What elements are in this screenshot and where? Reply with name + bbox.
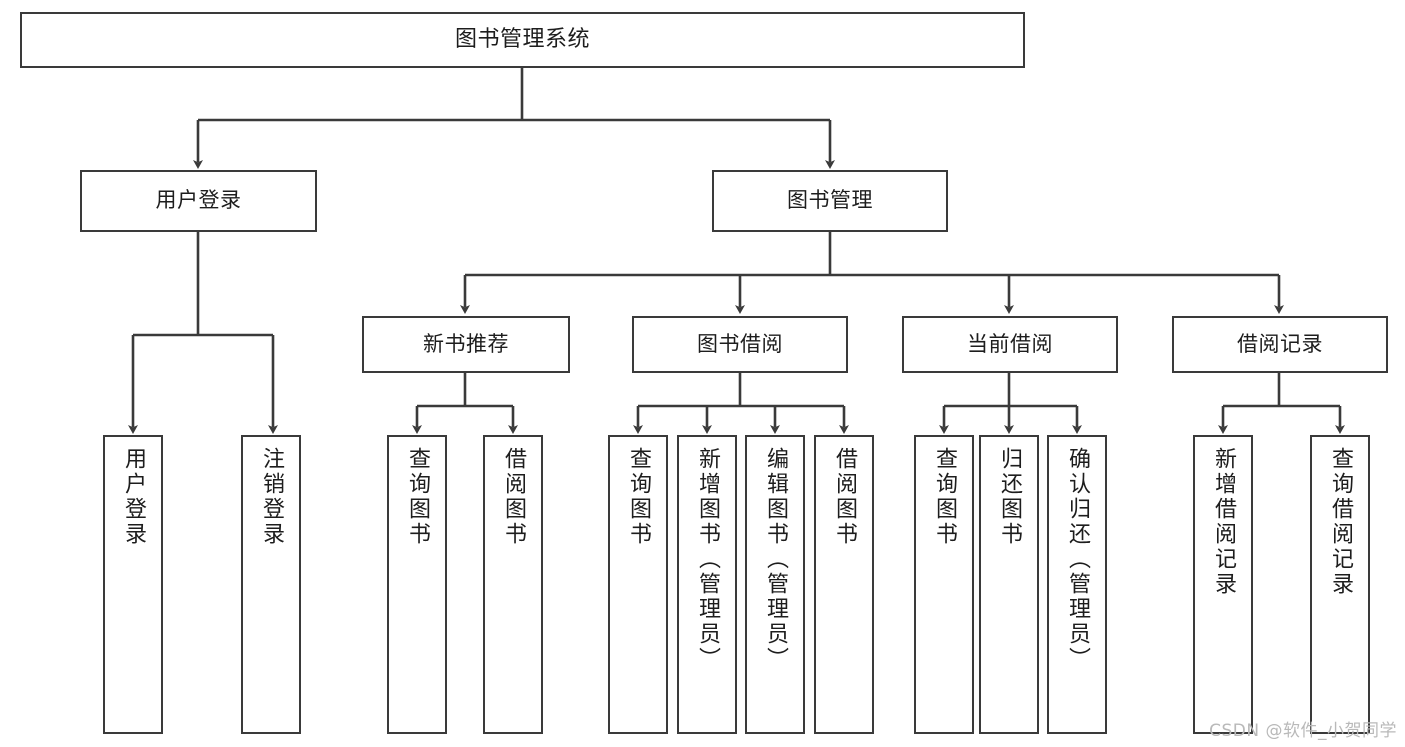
node-leaf-logout[interactable]: 注销登录	[241, 435, 301, 734]
node-leaf-currentborrow-confirm-return[interactable]: 确认归还（管理员）	[1047, 435, 1107, 734]
node-book-borrow[interactable]: 图书借阅	[632, 316, 848, 373]
node-leaf-currentborrow-query-book[interactable]: 查询图书	[914, 435, 974, 734]
node-leaf-bookborrow-add-book[interactable]: 新增图书（管理员）	[677, 435, 737, 734]
node-user-login[interactable]: 用户登录	[80, 170, 317, 232]
node-leaf-borrowrecord-query-record-label: 查询借阅记录	[1328, 447, 1353, 597]
node-leaf-bookborrow-add-book-label: 新增图书（管理员）	[695, 447, 720, 672]
node-leaf-currentborrow-query-book-label: 查询图书	[932, 447, 957, 547]
node-borrow-record-label: 借阅记录	[1237, 331, 1323, 356]
node-leaf-bookborrow-borrow-book-label: 借阅图书	[832, 447, 857, 547]
node-borrow-record[interactable]: 借阅记录	[1172, 316, 1388, 373]
node-current-borrow-label: 当前借阅	[967, 331, 1053, 356]
node-leaf-user-login-label: 用户登录	[121, 447, 146, 547]
node-leaf-bookborrow-query-book[interactable]: 查询图书	[608, 435, 668, 734]
node-book-management[interactable]: 图书管理	[712, 170, 948, 232]
node-leaf-bookborrow-edit-book-label: 编辑图书（管理员）	[763, 447, 788, 672]
node-leaf-borrowrecord-query-record[interactable]: 查询借阅记录	[1310, 435, 1370, 734]
node-new-book-recommend[interactable]: 新书推荐	[362, 316, 570, 373]
node-leaf-currentborrow-return-book-label: 归还图书	[997, 447, 1022, 547]
node-leaf-currentborrow-confirm-return-label: 确认归还（管理员）	[1065, 447, 1090, 672]
node-book-management-label: 图书管理	[787, 188, 873, 213]
node-leaf-bookborrow-borrow-book[interactable]: 借阅图书	[814, 435, 874, 734]
watermark-text: CSDN @软件_小贺同学	[1209, 721, 1397, 741]
node-leaf-logout-label: 注销登录	[259, 447, 284, 547]
node-current-borrow[interactable]: 当前借阅	[902, 316, 1118, 373]
node-book-borrow-label: 图书借阅	[697, 331, 783, 356]
node-leaf-currentborrow-return-book[interactable]: 归还图书	[979, 435, 1039, 734]
node-leaf-newbook-query-book[interactable]: 查询图书	[387, 435, 447, 734]
node-leaf-newbook-query-book-label: 查询图书	[405, 447, 430, 547]
node-leaf-bookborrow-edit-book[interactable]: 编辑图书（管理员）	[745, 435, 805, 734]
node-leaf-newbook-borrow-book-label: 借阅图书	[501, 447, 526, 547]
node-leaf-borrowrecord-add-record-label: 新增借阅记录	[1211, 447, 1236, 597]
node-leaf-borrowrecord-add-record[interactable]: 新增借阅记录	[1193, 435, 1253, 734]
node-leaf-user-login[interactable]: 用户登录	[103, 435, 163, 734]
node-user-login-label: 用户登录	[155, 188, 242, 213]
node-leaf-bookborrow-query-book-label: 查询图书	[626, 447, 651, 547]
node-new-book-recommend-label: 新书推荐	[423, 331, 509, 356]
node-root-system[interactable]: 图书管理系统	[20, 12, 1025, 68]
node-leaf-newbook-borrow-book[interactable]: 借阅图书	[483, 435, 543, 734]
node-root-system-label: 图书管理系统	[454, 26, 590, 52]
